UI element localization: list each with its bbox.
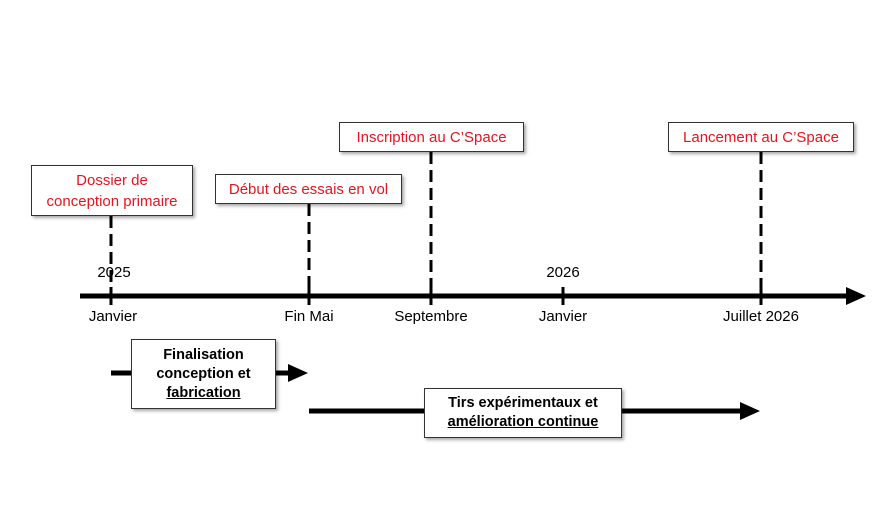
- tick-label: Septembre: [394, 308, 468, 325]
- year-label: 2025: [97, 264, 131, 281]
- phase-label-line: amélioration continue: [447, 414, 599, 430]
- event-label-line: Lancement au C’Space: [683, 128, 839, 146]
- tick-label: Juillet 2026: [723, 308, 799, 325]
- phase-label-line: Finalisation: [163, 346, 244, 363]
- phase-box-finalisation: Finalisation conception et fabrication: [131, 339, 276, 409]
- event-box-debut-essais: Début des essais en vol: [215, 174, 402, 204]
- phase-arrowhead: [288, 364, 308, 382]
- phase-label-line: Tirs expérimentaux et: [448, 395, 598, 411]
- phase-box-tirs: Tirs expérimentaux et amélioration conti…: [424, 388, 622, 438]
- event-label-line: Dossier de: [76, 171, 148, 189]
- year-label: 2026: [546, 264, 580, 281]
- phase-label-line: fabrication: [166, 384, 241, 401]
- tick-label: Janvier: [88, 308, 138, 325]
- phase-label-line: conception et: [156, 365, 251, 382]
- event-box-lancement: Lancement au C’Space: [668, 122, 854, 152]
- timeline-arrowhead: [846, 287, 866, 305]
- tick-label: Fin Mai: [284, 308, 334, 325]
- event-box-inscription: Inscription au C’Space: [339, 122, 524, 152]
- phase-arrowhead: [740, 402, 760, 420]
- event-label-line: Début des essais en vol: [228, 180, 389, 198]
- event-label-line: Inscription au C’Space: [356, 128, 507, 146]
- event-box-dossier: Dossier de conception primaire: [31, 165, 193, 216]
- event-label-line: conception primaire: [46, 192, 178, 210]
- tick-label: Janvier: [538, 308, 588, 325]
